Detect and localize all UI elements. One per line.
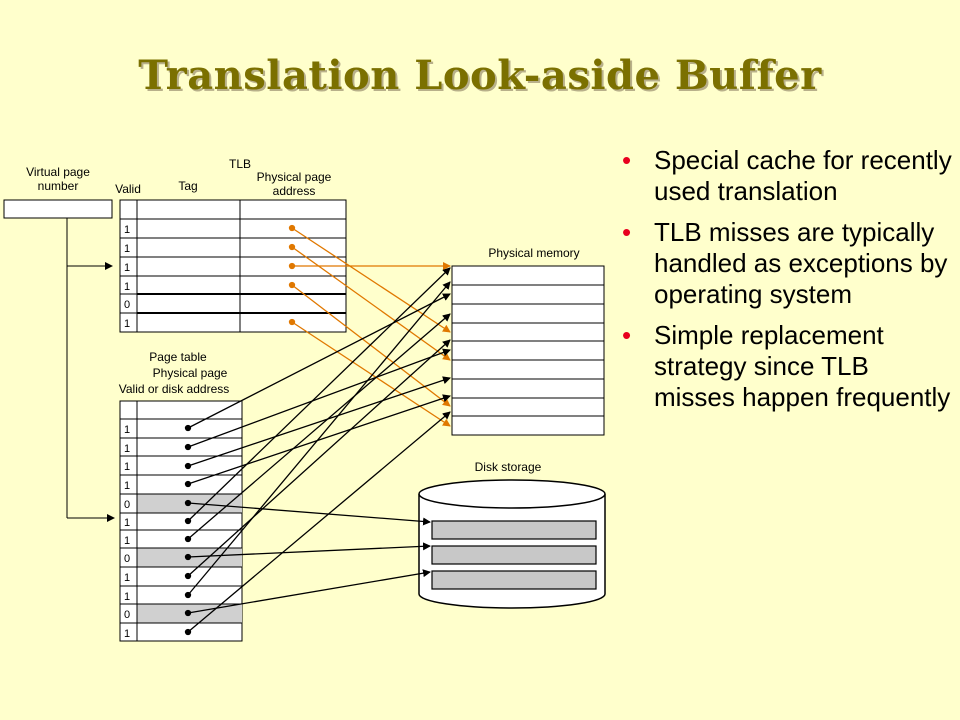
- pt-valid-bit: 1: [124, 424, 130, 436]
- pt-phys-header: Physical page: [153, 366, 228, 380]
- tlb-valid-bit: 1: [124, 318, 130, 330]
- tlb-valid-bit: 1: [124, 281, 130, 293]
- bullet-list: • Special cache for recently used transla…: [622, 145, 952, 423]
- tlb-arrows: [288, 224, 451, 427]
- tlb-valid-bit: 1: [124, 243, 130, 255]
- tlb-phys-address-header: address: [273, 184, 316, 198]
- tlb-valid-bit: 1: [124, 262, 130, 274]
- virtual-page-number-label: number: [38, 179, 79, 193]
- physical-memory: [451, 265, 605, 436]
- pt-valid-bit: 1: [124, 572, 130, 584]
- bullet-text: Special cache for recently used translat…: [654, 145, 952, 206]
- bullet-dot-icon: •: [622, 217, 632, 247]
- page-table-label: Page table: [149, 350, 207, 364]
- tlb-valid-header: Valid: [115, 182, 141, 196]
- virtual-page-number-box: [3, 199, 113, 219]
- pt-valid-bit: 1: [124, 517, 130, 529]
- page-table-arrows: [184, 267, 451, 636]
- virtual-page-label: Virtual page: [26, 165, 90, 179]
- pt-valid-disk-header: Valid or disk address: [119, 382, 230, 396]
- slide-title: Translation Look-aside Buffer: [138, 52, 822, 99]
- bullet-item: • Special cache for recently used transla…: [622, 145, 952, 207]
- tlb-label: TLB: [229, 157, 251, 171]
- disk-slot: [431, 545, 597, 565]
- disk-slot: [431, 520, 597, 540]
- tlb-tag-header: Tag: [178, 179, 197, 193]
- pt-valid-bit: 1: [124, 480, 130, 492]
- pt-valid-bit: 0: [124, 553, 130, 565]
- bullet-text: TLB misses are typically handled as exce…: [654, 217, 948, 309]
- physical-memory-label: Physical memory: [488, 246, 579, 260]
- page-table: [119, 400, 243, 642]
- tlb-valid-bit: 0: [124, 299, 130, 311]
- bullet-dot-icon: •: [622, 145, 632, 175]
- pt-valid-bit: 1: [124, 535, 130, 547]
- disk-slot: [431, 570, 597, 590]
- bullet-dot-icon: •: [622, 320, 632, 350]
- disk-storage-label: Disk storage: [475, 460, 542, 474]
- bullet-item: • Simple replacement strategy since TLB m…: [622, 320, 952, 413]
- tlb-valid-bit: 1: [124, 224, 130, 236]
- bullet-item: • TLB misses are typically handled as exc…: [622, 217, 952, 310]
- pt-valid-bit: 0: [124, 609, 130, 621]
- vpn-connector: [66, 218, 115, 522]
- disk-storage: [418, 479, 606, 609]
- pt-valid-bit: 0: [124, 499, 130, 511]
- pt-valid-bit: 1: [124, 628, 130, 640]
- pt-valid-bit: 1: [124, 461, 130, 473]
- pt-valid-bit: 1: [124, 591, 130, 603]
- pt-valid-bit: 1: [124, 443, 130, 455]
- bullet-text: Simple replacement strategy since TLB mi…: [654, 320, 951, 412]
- tlb-phys-header: Physical page: [257, 170, 332, 184]
